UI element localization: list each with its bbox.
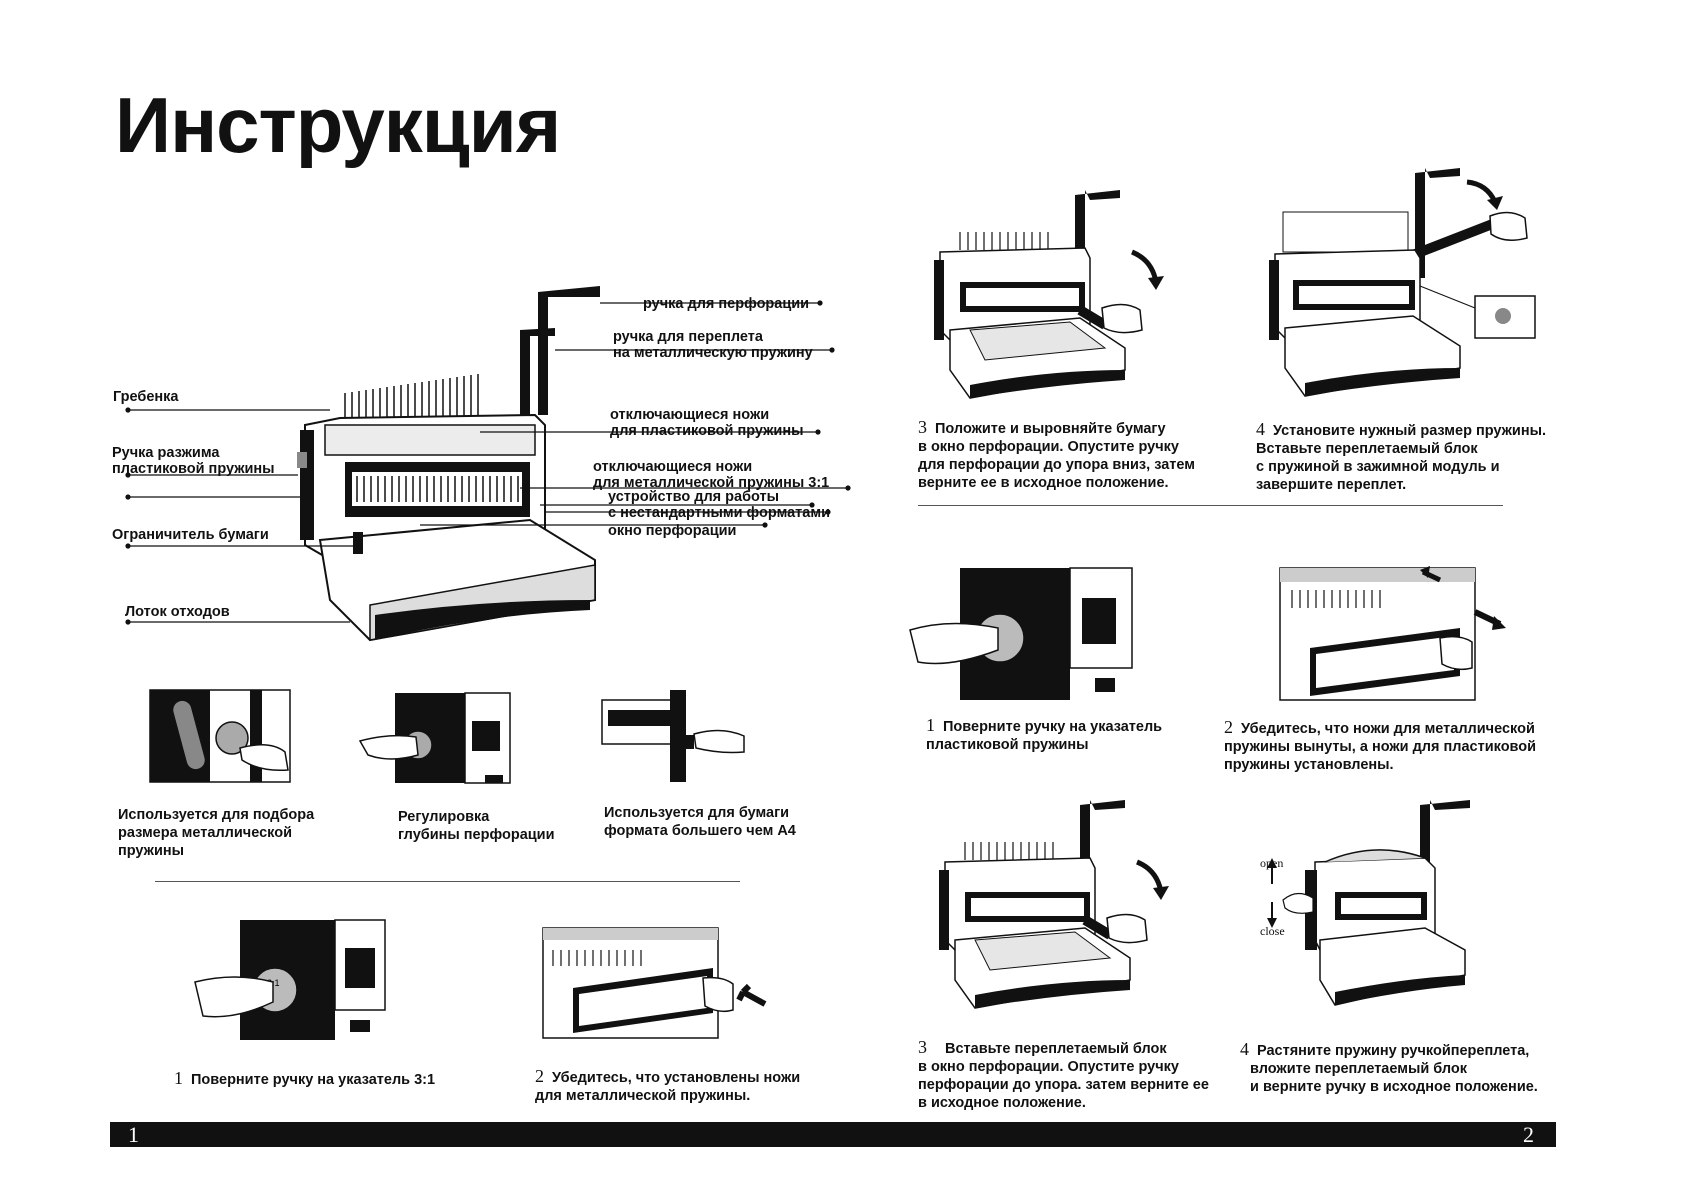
label-metal-knives: отключающиеся ножи для металлической пру… xyxy=(593,459,830,491)
page-number-right: 2 xyxy=(1523,1122,1534,1147)
page-footer-bar: 1 2 xyxy=(110,1122,1556,1147)
plastic-step-3-image xyxy=(939,800,1169,1009)
divider-right xyxy=(918,505,1503,506)
label-metal-binding-handle: ручка для переплета на металлическую пру… xyxy=(613,329,813,361)
label-plastic-knives: отключающиеся ножи для пластиковой пружи… xyxy=(610,407,804,439)
label-paper-stop: Ограничитель бумаги xyxy=(112,527,269,543)
metal-step-3-image xyxy=(934,190,1164,399)
feature-caption-oversize: Используется для бумаги формата большего… xyxy=(604,805,796,839)
divider-left xyxy=(155,881,740,882)
label-waste-tray: Лоток отходов xyxy=(125,604,230,620)
feature-caption-metal-size: Используется для подбора размера металли… xyxy=(118,807,315,859)
label-plastic-clamp: Ручка разжима пластиковой пружины xyxy=(112,445,275,477)
metal-step-4-image xyxy=(1269,168,1536,397)
label-perforation-window: окно перфорации xyxy=(608,523,737,539)
plastic-step-2-image xyxy=(1279,566,1506,701)
metal-step-1-image: 3:1 xyxy=(194,919,386,1040)
open-label: open xyxy=(1260,856,1284,870)
feature-image-metal-size xyxy=(149,689,291,783)
feature-image-depth-adjust xyxy=(358,692,511,784)
plastic-step-4-image xyxy=(1267,800,1470,1006)
page-title: Инструкция xyxy=(115,81,561,169)
feature-image-oversize xyxy=(601,690,745,782)
plastic-step-1-image xyxy=(909,567,1133,700)
metal-step-2-image xyxy=(542,927,767,1039)
label-perforation-handle: ручка для перфорации xyxy=(643,296,810,312)
page-number-left: 1 xyxy=(128,1122,139,1147)
label-comb: Гребенка xyxy=(113,389,179,405)
label-nonstandard-device: устройство для работы с нестандартными ф… xyxy=(608,489,830,521)
feature-caption-depth: Регулировка глубины перфорации xyxy=(398,809,555,843)
close-label: close xyxy=(1260,924,1285,938)
